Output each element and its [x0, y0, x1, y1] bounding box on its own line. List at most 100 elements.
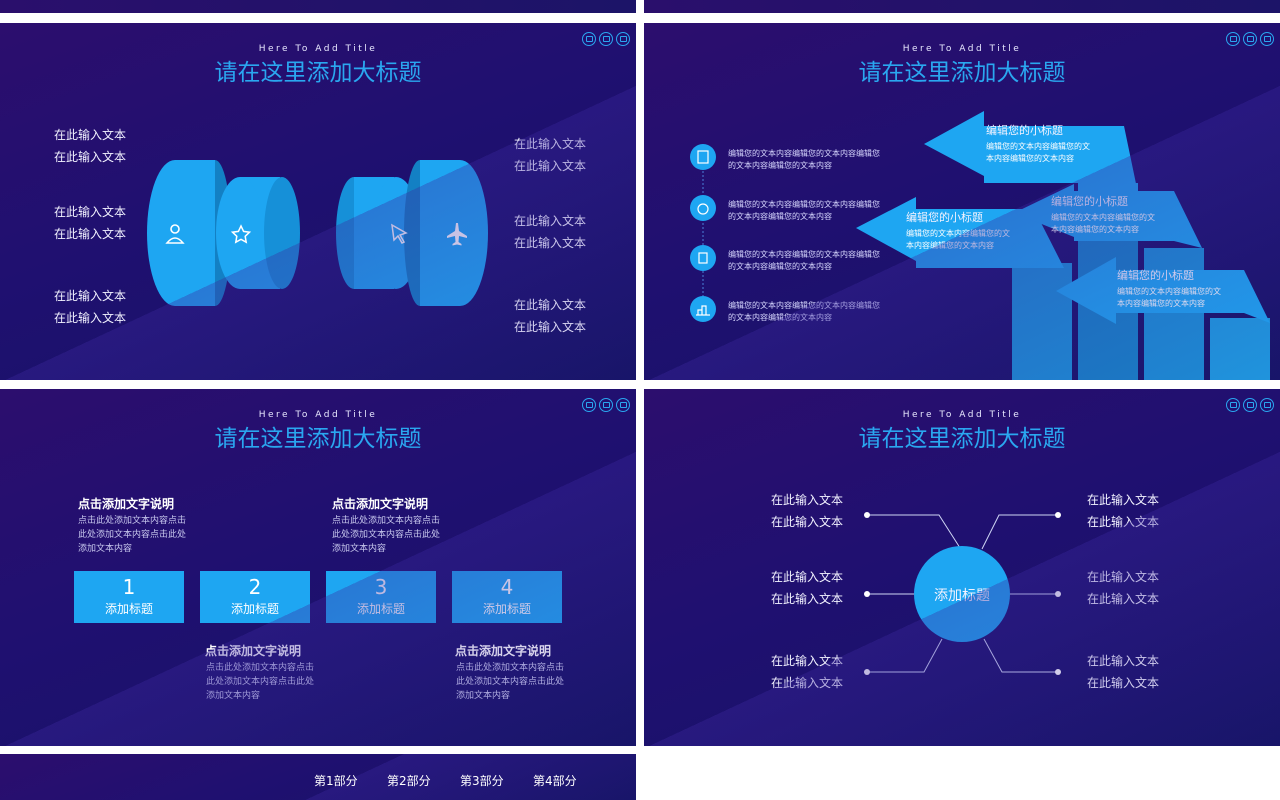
- slide-strip-top-left: [0, 0, 636, 13]
- text-item: 在此输入文本: [54, 289, 127, 303]
- slide-title: 请在这里添加大标题: [858, 60, 1066, 86]
- slide-cylinders[interactable]: Here To Add Title 请在这里添加大标题 在此输入文本 在此输入文…: [0, 23, 636, 380]
- text-item: 在此输入文本: [514, 298, 587, 312]
- list-text: 的文本内容编辑您的文本内容: [728, 161, 832, 170]
- note-text: 点击此处添加文本内容点击 此处添加文本内容点击此处 添加文本内容: [332, 514, 460, 556]
- list-item: 编辑您的文本内容编辑您的文本内容编辑您 的文本内容编辑您的文本内容: [728, 300, 898, 324]
- share-icon: [582, 32, 596, 46]
- text-item: 在此输入文本: [771, 654, 844, 668]
- text-item: 在此输入文本: [514, 159, 587, 173]
- arrow-block: 编辑您的小标题 编辑您的文本内容编辑您的文 本内容编辑您的文本内容: [1051, 193, 1155, 236]
- arrow-heading: 编辑您的小标题: [906, 211, 983, 224]
- note-line: 此处添加文本内容点击此处: [332, 530, 441, 540]
- box-label: 添加标题: [482, 602, 531, 616]
- box-label: 添加标题: [356, 602, 405, 616]
- arrow-block: 编辑您的小标题 编辑您的文本内容编辑您的文 本内容编辑您的文本内容: [986, 122, 1090, 165]
- text-item: 在此输入文本: [54, 150, 127, 164]
- money-bag-icon: [697, 203, 709, 215]
- box-number: 3: [374, 575, 388, 599]
- nav-item-part1[interactable]: 第1部分: [314, 774, 358, 788]
- arrow-text: 编辑您的文本内容编辑您的文 本内容编辑您的文本内容: [1051, 212, 1155, 236]
- person-coin-icon: [698, 252, 708, 264]
- box-label: 添加标题: [230, 602, 279, 616]
- slide-hub[interactable]: Here To Add Title 请在这里添加大标题 添加标题 在此输入文本 …: [644, 389, 1280, 746]
- home-icon: [1260, 398, 1274, 412]
- list-text: 的文本内容编辑您的文本内容: [728, 212, 832, 221]
- note-line: 添加文本内容: [332, 544, 387, 554]
- list-text: 编辑您的文本内容编辑您的文本内容编辑您: [728, 301, 880, 310]
- slide-subtitle: Here To Add Title: [902, 44, 1022, 54]
- text-item: 在此输入文本: [54, 128, 127, 142]
- slide-title: 请在这里添加大标题: [214, 60, 422, 86]
- box-number: 4: [500, 575, 514, 599]
- text-item: 在此输入文本: [514, 214, 587, 228]
- slide-subtitle: Here To Add Title: [258, 44, 378, 54]
- note-heading: 点击添加文字说明: [455, 644, 552, 658]
- arrow-text: 编辑您的文本内容编辑您的文 本内容编辑您的文本内容: [906, 228, 1010, 252]
- slide-boxes[interactable]: Here To Add Title 请在这里添加大标题 点击添加文字说明 点击此…: [0, 389, 636, 746]
- arrow-text-line: 本内容编辑您的文本内容: [986, 154, 1074, 163]
- list-item: 编辑您的文本内容编辑您的文本内容编辑您 的文本内容编辑您的文本内容: [728, 199, 898, 223]
- star-icon: [230, 224, 252, 244]
- person-icon: [165, 224, 185, 244]
- note-line: 添加文本内容: [206, 691, 261, 701]
- home-icon: [1260, 32, 1274, 46]
- title-box-4[interactable]: 4 添加标题: [452, 571, 562, 623]
- arrow-heading: 编辑您的小标题: [986, 124, 1063, 137]
- airplane-icon: [447, 223, 467, 246]
- phone-icon: [599, 398, 613, 412]
- note-line: 点击此处添加文本内容点击: [456, 663, 565, 673]
- corner-icons: [582, 398, 630, 412]
- text-item: 在此输入文本: [1087, 570, 1160, 584]
- hub-connectors: [864, 512, 1061, 675]
- box-number: 1: [122, 575, 136, 599]
- arrow-text-line: 编辑您的文本内容编辑您的文: [906, 229, 1010, 238]
- text-item: 在此输入文本: [771, 676, 844, 690]
- title-box-1[interactable]: 1 添加标题: [74, 571, 184, 623]
- arrow-block: 编辑您的小标题 编辑您的文本内容编辑您的文 本内容编辑您的文本内容: [1117, 267, 1221, 310]
- note-line: 点击此处添加文本内容点击: [332, 516, 441, 526]
- box-number: 2: [248, 575, 262, 599]
- cylinder-graphic: [147, 160, 488, 306]
- note-heading: 点击添加文字说明: [205, 644, 302, 658]
- text-item: 在此输入文本: [514, 320, 587, 334]
- list-text: 编辑您的文本内容编辑您的文本内容编辑您: [728, 149, 880, 158]
- nav-item-part3[interactable]: 第3部分: [460, 774, 504, 788]
- note-line: 点击此处添加文本内容点击: [206, 663, 315, 673]
- slide-partial-nav[interactable]: [0, 754, 636, 800]
- note-line: 添加文本内容: [78, 544, 133, 554]
- text-item: 在此输入文本: [54, 205, 127, 219]
- phone-icon: [1243, 398, 1257, 412]
- arrow-text: 编辑您的文本内容编辑您的文 本内容编辑您的文本内容: [986, 141, 1090, 165]
- slide-arrows[interactable]: Here To Add Title 请在这里添加大标题 编辑您的文本内容编: [644, 23, 1280, 380]
- arrow-text-line: 本内容编辑您的文本内容: [906, 241, 994, 250]
- arrow-text-line: 本内容编辑您的文本内容: [1051, 225, 1139, 234]
- hub-center-label: 添加标题: [934, 588, 990, 604]
- list-text: 的文本内容编辑您的文本内容: [728, 262, 832, 271]
- arrow-text-line: 本内容编辑您的文本内容: [1117, 299, 1205, 308]
- note-heading: 点击添加文字说明: [78, 497, 175, 511]
- phone-icon: [1243, 32, 1257, 46]
- list-item: 编辑您的文本内容编辑您的文本内容编辑您 的文本内容编辑您的文本内容: [728, 148, 898, 172]
- text-item: 在此输入文本: [54, 227, 127, 241]
- step-arrows-graphic: [690, 111, 1270, 380]
- text-item: 在此输入文本: [1087, 515, 1160, 529]
- title-box-3[interactable]: 3 添加标题: [326, 571, 436, 623]
- arrow-text-line: 编辑您的文本内容编辑您的文: [986, 142, 1090, 151]
- text-item: 在此输入文本: [771, 592, 844, 606]
- arrow-heading: 编辑您的小标题: [1117, 269, 1194, 282]
- phone-icon: [599, 32, 613, 46]
- note-text: 点击此处添加文本内容点击 此处添加文本内容点击此处 添加文本内容: [456, 661, 584, 703]
- note-line: 添加文本内容: [456, 691, 511, 701]
- note-line: 此处添加文本内容点击此处: [206, 677, 315, 687]
- nav-item-part4[interactable]: 第4部分: [533, 774, 577, 788]
- text-item: 在此输入文本: [771, 493, 844, 507]
- text-item: 在此输入文本: [1087, 676, 1160, 690]
- corner-icons: [1226, 32, 1274, 46]
- slide-strip-top-right: [644, 0, 1280, 13]
- nav-item-part2[interactable]: 第2部分: [387, 774, 431, 788]
- title-box-2[interactable]: 2 添加标题: [200, 571, 310, 623]
- text-item: 在此输入文本: [1087, 654, 1160, 668]
- text-item: 在此输入文本: [1087, 493, 1160, 507]
- note-text: 点击此处添加文本内容点击 此处添加文本内容点击此处 添加文本内容: [78, 514, 206, 556]
